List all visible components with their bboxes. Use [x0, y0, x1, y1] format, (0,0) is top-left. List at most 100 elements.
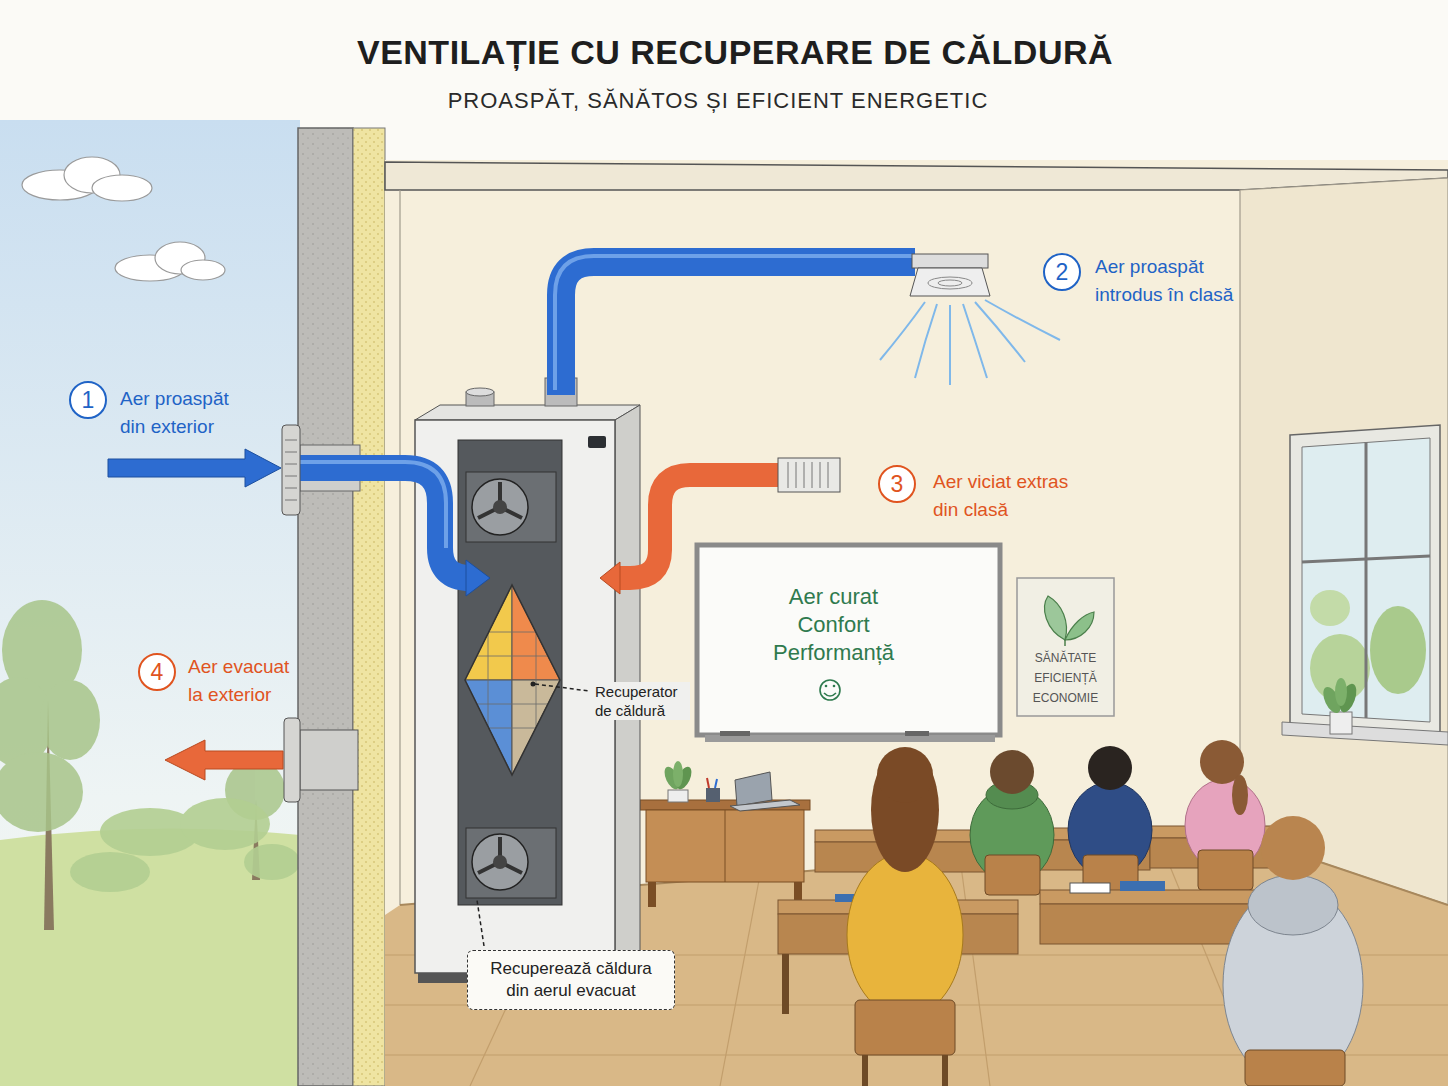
poster-frame-part	[1064, 640, 1066, 646]
students-part	[985, 855, 1040, 895]
ventilation-unit-part	[472, 479, 528, 535]
teacher-desk-part	[648, 882, 656, 907]
students-part	[1198, 850, 1253, 890]
building-wall-part	[298, 128, 353, 1086]
students-part	[1248, 875, 1338, 935]
building-wall	[298, 128, 385, 1086]
flow-label: Aer viciat extras din clasă	[933, 468, 1083, 524]
whiteboard-frame-part	[820, 680, 840, 700]
poster-frame-part	[1065, 612, 1094, 640]
teacher-desk-part	[725, 810, 726, 882]
ventilation-unit-part	[465, 585, 560, 775]
part-label: Recuperator de căldură	[594, 682, 690, 720]
students-part	[782, 954, 789, 1014]
leader-lines-part	[477, 900, 484, 946]
stale-air-ducts-part	[165, 740, 283, 780]
window-part	[1310, 590, 1350, 626]
whiteboard-frame-part	[720, 731, 750, 736]
stale-air-ducts-part	[600, 562, 620, 594]
node-text: EFICIENȚĂ	[1019, 668, 1112, 688]
node-text: 4	[151, 661, 164, 684]
node-text: SĂNĂTATE	[1019, 648, 1112, 668]
teacher-desk-part	[673, 761, 683, 787]
outdoor-scene-part-part	[180, 798, 270, 850]
students-part	[1245, 1050, 1345, 1086]
window-part	[1282, 722, 1448, 745]
outdoor-scene-part	[0, 120, 300, 1086]
fresh-air-ducts-part	[466, 560, 490, 596]
node-text: 2	[1056, 261, 1069, 284]
teacher-desk-part	[715, 779, 717, 788]
ventilation-unit-part-part	[488, 632, 536, 728]
ventilation-unit-part	[458, 440, 562, 905]
whiteboard: Aer curatConfortPerformanță	[697, 545, 1000, 735]
students-part	[1120, 881, 1165, 891]
fresh-air-ducts-part-part	[985, 300, 1060, 340]
fresh-air-ducts-part	[910, 268, 990, 296]
students-part	[877, 747, 933, 803]
outdoor-scene-part-part	[70, 852, 150, 892]
ventilation-unit-part	[466, 828, 556, 898]
node-text: 3	[891, 473, 904, 496]
stale-air-ducts-part	[284, 718, 300, 802]
poster-frame-part	[1045, 596, 1067, 640]
students-part	[871, 748, 939, 872]
fresh-air-ducts-part	[555, 256, 915, 390]
whiteboard-frame-part	[825, 685, 828, 688]
window-part	[1370, 606, 1426, 694]
outdoor-scene-part	[22, 157, 225, 281]
students-part	[990, 750, 1034, 794]
callout-number: 3	[878, 465, 916, 503]
teacher-desk-part	[668, 790, 688, 802]
subtitle: PROASPĂT, SĂNĂTOS ȘI EFICIENT ENERGETIC	[0, 88, 1442, 114]
students-part	[942, 1055, 948, 1086]
outdoor-scene-part	[70, 798, 300, 892]
window-part	[1335, 678, 1347, 706]
fresh-air-ducts-part	[938, 280, 962, 286]
outdoor-scene-part-part	[40, 680, 100, 760]
ventilation-unit-part	[478, 482, 522, 518]
classroom	[385, 160, 1448, 1086]
classroom-part	[1240, 178, 1448, 905]
classroom-part	[385, 160, 1448, 1086]
fresh-air-ducts-part-part	[915, 304, 937, 378]
teacher-desk-part	[640, 800, 810, 810]
fresh-air-ducts-part	[912, 254, 988, 268]
callout-number: 1	[69, 381, 107, 419]
note-box: Recuperează căldura din aerul evacuat	[467, 950, 675, 1010]
fresh-air-ducts-part	[108, 449, 281, 487]
whiteboard-frame-part-part	[824, 693, 836, 696]
whiteboard-frame-part-part	[820, 680, 840, 700]
students-part	[847, 853, 963, 1017]
leader-lines-part	[535, 684, 589, 691]
window-part	[1302, 556, 1430, 562]
whiteboard-frame-part	[697, 545, 1000, 735]
whiteboard-frame-part	[905, 731, 929, 736]
ventilation-unit-part	[478, 837, 522, 873]
poster-frame-part	[1017, 578, 1114, 716]
teacher-desk-part	[735, 772, 772, 806]
window-part	[1330, 712, 1352, 734]
students-part	[1088, 746, 1132, 790]
window-part	[1365, 442, 1368, 718]
callout-number: 4	[138, 653, 176, 691]
classroom-part	[385, 162, 1448, 190]
flow-label: Aer evacuat la exterior	[188, 653, 303, 709]
students	[778, 740, 1363, 1086]
window	[1282, 425, 1448, 745]
outdoor-scene	[0, 120, 300, 1086]
students-part	[1261, 816, 1325, 880]
fresh-air-ducts-part	[928, 277, 972, 289]
node-text: Recuperează căldura din aerul evacuat	[478, 958, 664, 1002]
diagram-title: VENTILAȚIE CU RECUPERARE DE CĂLDURĂ	[235, 32, 1235, 72]
ventilation-unit-part	[472, 834, 528, 890]
outdoor-scene-part-part	[181, 260, 225, 280]
teacher-desk-part	[706, 788, 720, 802]
teacher-desk-part	[730, 800, 800, 811]
building-wall-part	[353, 128, 385, 1086]
ventilation-unit-part	[415, 405, 640, 420]
whiteboard-frame	[697, 545, 1000, 742]
fresh-air-ducts	[108, 254, 1060, 596]
